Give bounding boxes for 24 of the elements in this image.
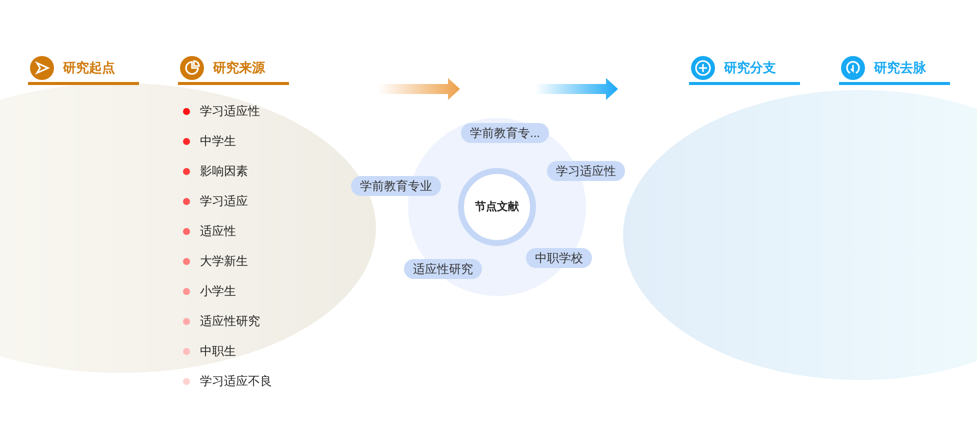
keyword-text: 大学新生 — [200, 253, 248, 270]
keyword-text: 学习适应性 — [200, 103, 260, 120]
section-heading — [178, 54, 289, 85]
heading-text: 研究分支 — [724, 59, 776, 78]
keyword-text: 适应性研究 — [200, 313, 260, 330]
keyword-text: 学习适应 — [200, 193, 248, 210]
heading-text: 研究去脉 — [874, 59, 926, 78]
section-heading — [689, 54, 800, 85]
keyword-text: 影响因素 — [200, 163, 248, 180]
keyword-text: 中职生 — [200, 343, 236, 360]
keyword-text: 小学生 — [200, 283, 236, 300]
node-text: 节点文献 — [475, 200, 519, 215]
keyword-pill: 中职学校 — [526, 248, 592, 268]
keyword-pill: 适应性研究 — [404, 259, 482, 279]
keyword-pill: 学前教育专... — [461, 123, 549, 143]
keyword-pill: 学习适应性 — [547, 161, 625, 181]
keyword-text: 适应性 — [200, 223, 236, 240]
keyword-text: 学习适应不良 — [200, 373, 272, 390]
section-heading — [839, 54, 950, 85]
keyword-text: 中学生 — [200, 133, 236, 150]
heading-text: 研究起点 — [63, 59, 115, 78]
keyword-pill: 学前教育专业 — [351, 176, 441, 196]
heading-text: 研究来源 — [213, 59, 265, 78]
section-heading — [28, 54, 139, 85]
